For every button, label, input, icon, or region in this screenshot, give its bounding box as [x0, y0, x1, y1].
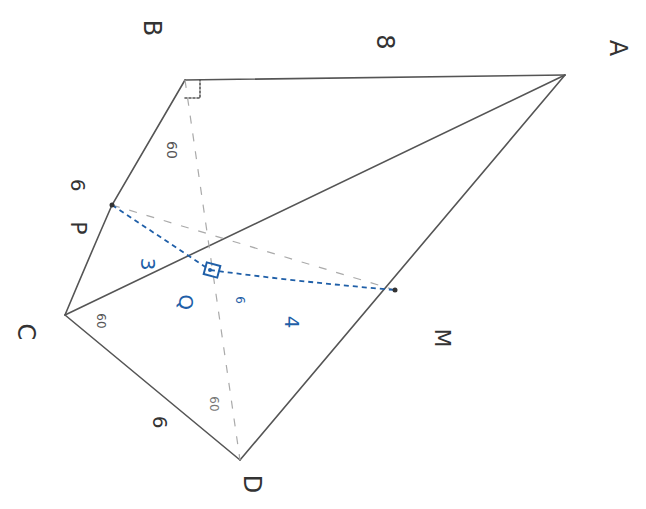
- dimension-label: 6: [234, 296, 246, 304]
- point-label: Q: [176, 294, 196, 310]
- vertex-label: B: [140, 20, 164, 36]
- diagonal-ca: [65, 75, 565, 315]
- segment-qm: [210, 270, 395, 290]
- dimension-label: 6: [150, 416, 170, 429]
- angle-label: 60: [208, 396, 220, 411]
- dimension-label: 4: [282, 316, 302, 329]
- point-p: [110, 203, 115, 208]
- point-q: [208, 268, 212, 272]
- dashed-pm: [112, 205, 395, 290]
- side-ba: [185, 75, 565, 80]
- vertex-label: D: [240, 475, 264, 493]
- angle-label: 60: [95, 313, 107, 328]
- side-bc: [65, 80, 185, 315]
- vertex-label: A: [606, 40, 630, 56]
- dimension-label: 3: [138, 258, 158, 271]
- right-angle-mark: [204, 262, 221, 277]
- vertex-label: P: [67, 221, 89, 234]
- angle-label: 60: [165, 141, 179, 159]
- segment-pq: [112, 205, 210, 270]
- side-cd: [65, 315, 240, 460]
- side-da: [240, 75, 565, 460]
- dimension-label: 8: [373, 34, 397, 49]
- dimension-label: 6: [68, 179, 88, 192]
- right-angle-mark: [185, 80, 200, 98]
- vertex-label: C: [14, 324, 38, 341]
- point-m: [393, 288, 398, 293]
- vertex-label: M: [431, 329, 453, 348]
